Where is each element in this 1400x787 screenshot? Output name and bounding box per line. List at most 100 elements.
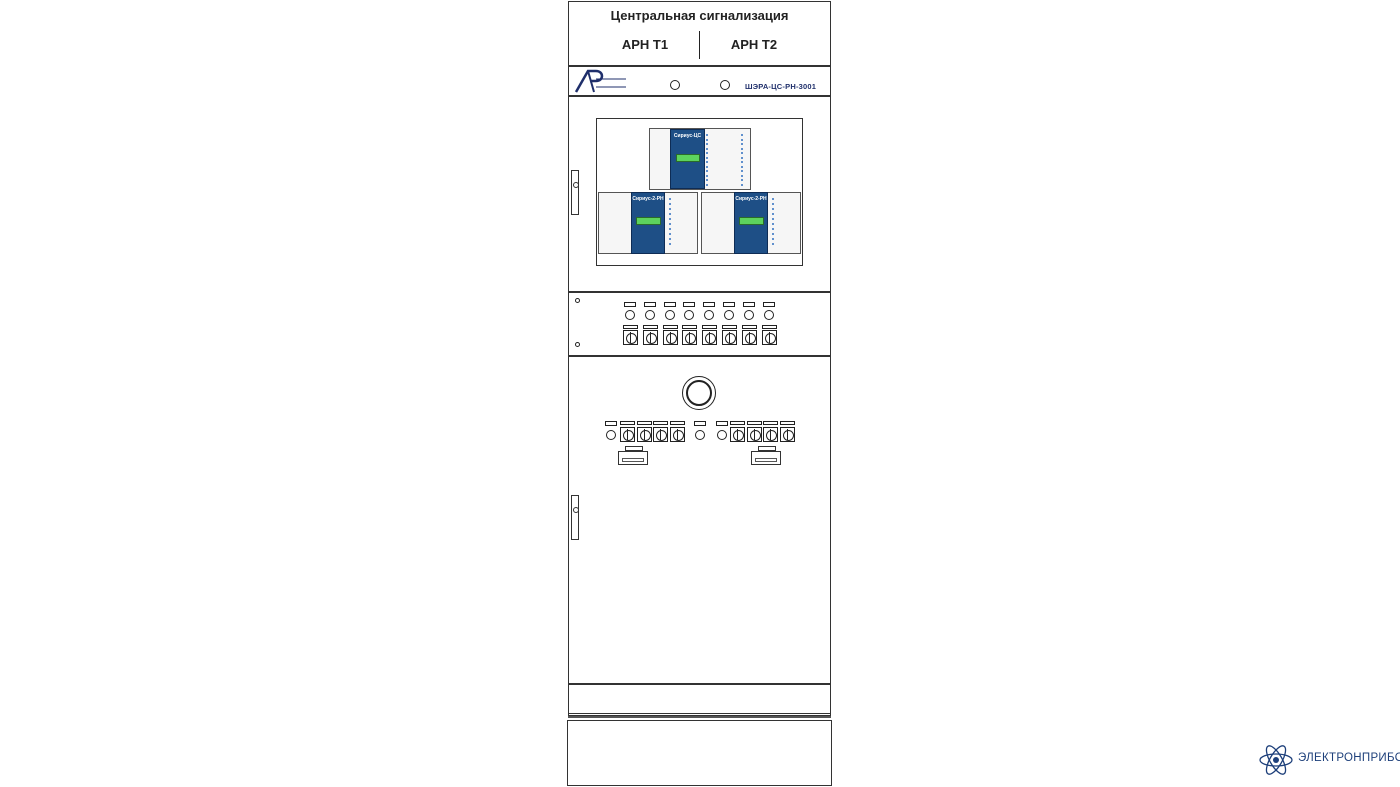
switch-cap: [761, 325, 777, 329]
header-title: Центральная сигнализация: [610, 8, 789, 23]
indicator-lamp-1: [670, 80, 680, 90]
signal-lamp: [644, 310, 655, 320]
led-dot: [706, 152, 708, 154]
switch-cap: [702, 325, 718, 329]
led-dot: [772, 228, 774, 230]
lower-door[interactable]: [568, 356, 831, 684]
lamp-cap: [643, 302, 656, 307]
led-dot: [669, 203, 671, 205]
switch-cap: [779, 421, 795, 425]
led-dot: [669, 238, 671, 240]
led-dot: [669, 198, 671, 200]
lower-door-handle[interactable]: [571, 495, 579, 540]
right-relay-lcd: [739, 217, 764, 225]
top-relay: Сириус-ЦС: [670, 129, 705, 189]
header-right-label: АРН Т2: [730, 37, 778, 52]
led-dot: [669, 218, 671, 220]
control-switch[interactable]: [730, 427, 745, 442]
control-switch[interactable]: [763, 427, 778, 442]
led-dot: [772, 238, 774, 240]
led-dot: [669, 213, 671, 215]
lamp-cap: [703, 302, 716, 307]
led-dot: [772, 218, 774, 220]
control-switch[interactable]: [669, 427, 685, 442]
cabinet-marking: ШЭРА-ЦС-РН-3001: [745, 82, 817, 91]
led-dot: [741, 143, 743, 145]
panel-screw-top-left: [575, 298, 580, 303]
meter-left-cap: [625, 446, 643, 451]
signal-lamp: [625, 310, 635, 320]
cabinet-bottom-rail: [568, 684, 831, 714]
indicator-lamp-2: [720, 80, 730, 90]
meter-right-cap: [758, 446, 776, 451]
switch-cap: [669, 421, 685, 425]
control-switch[interactable]: [702, 330, 718, 345]
control-switch[interactable]: [662, 330, 678, 345]
left-relay-title: Сириус-2-РН: [632, 196, 664, 202]
right-relay: Сириус-2-РН: [734, 192, 768, 254]
led-dot: [741, 134, 743, 136]
led-dot: [741, 147, 743, 150]
signal-lamp: [743, 310, 754, 320]
led-dot: [741, 161, 743, 163]
led-dot: [669, 228, 671, 230]
lamp-cap: [723, 302, 735, 307]
switch-cap: [730, 421, 745, 425]
led-dot: [706, 134, 708, 136]
signal-lamp: [704, 310, 715, 320]
control-switch[interactable]: [761, 330, 777, 345]
cabinet-base-line: [568, 716, 831, 718]
atom-icon: [1259, 745, 1293, 775]
led-dot: [741, 152, 743, 154]
signal-lamp: [695, 430, 705, 440]
led-dot: [706, 143, 708, 145]
control-switch[interactable]: [722, 330, 737, 345]
led-dot: [706, 165, 708, 168]
led-dot: [706, 179, 708, 181]
company-name: ЭЛЕКТРОНПРИБОР: [1298, 752, 1400, 764]
led-dot: [741, 179, 743, 181]
led-dot: [706, 161, 708, 163]
meter-left: [618, 451, 648, 465]
switch-cap: [722, 325, 737, 329]
control-switch[interactable]: [682, 330, 698, 345]
cabinet-plinth: [567, 720, 832, 786]
control-switch[interactable]: [636, 427, 652, 442]
control-switch[interactable]: [653, 427, 668, 442]
top-relay-lcd: [676, 154, 700, 162]
switch-cap: [746, 421, 762, 425]
control-switch[interactable]: [779, 427, 795, 442]
switch-cap: [636, 421, 652, 425]
led-dot: [741, 156, 743, 159]
led-dot: [706, 183, 708, 186]
switch-cap: [623, 325, 638, 329]
led-dot: [706, 147, 708, 150]
upper-door-handle[interactable]: [571, 170, 579, 215]
led-dot: [741, 165, 743, 168]
led-dot: [772, 198, 774, 200]
led-dot: [706, 156, 708, 159]
control-switch[interactable]: [746, 427, 762, 442]
left-relay: Сириус-2-РН: [631, 192, 665, 254]
signal-lamp: [717, 430, 727, 440]
lamp-cap: [694, 421, 706, 426]
switch-cap: [642, 325, 658, 329]
signal-lamp: [664, 310, 675, 320]
lamp-cap: [624, 302, 636, 307]
switch-cap: [620, 421, 635, 425]
emergency-button-inner[interactable]: [686, 380, 712, 406]
control-switch[interactable]: [642, 330, 658, 345]
switch-cap: [763, 421, 778, 425]
lamp-cap: [605, 421, 617, 426]
led-dot: [669, 223, 671, 225]
lamp-cap: [663, 302, 676, 307]
led-dot: [706, 174, 708, 177]
header-divider: [699, 31, 700, 59]
control-switch[interactable]: [741, 330, 757, 345]
led-dot: [741, 138, 743, 141]
led-dot: [741, 174, 743, 177]
control-switch[interactable]: [620, 427, 635, 442]
signal-lamp: [724, 310, 734, 320]
meter-right: [751, 451, 781, 465]
control-switch[interactable]: [623, 330, 638, 345]
